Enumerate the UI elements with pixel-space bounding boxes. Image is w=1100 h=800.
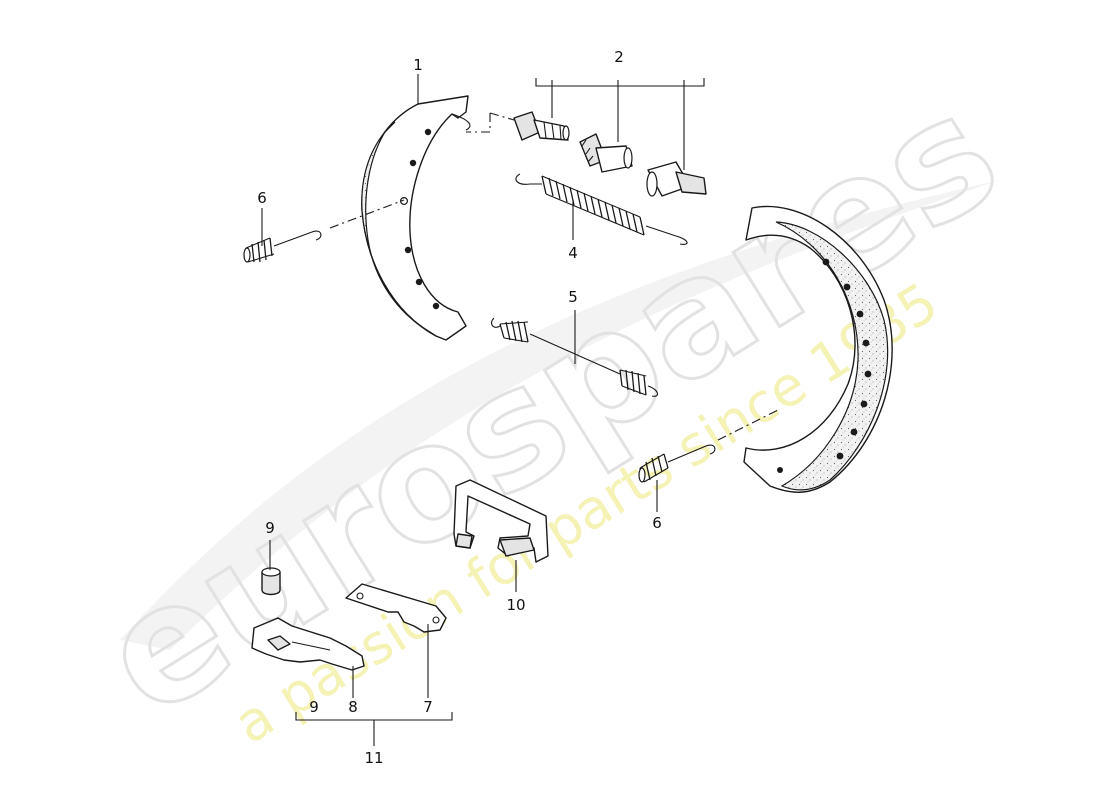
brake-shoe-right bbox=[743, 205, 893, 493]
hold-down-spring-left bbox=[243, 199, 405, 263]
cap-9 bbox=[261, 567, 281, 596]
callout-10: 10 bbox=[506, 596, 525, 614]
callout-9-cap: 9 bbox=[265, 519, 275, 537]
spring-clip bbox=[453, 479, 549, 563]
adjuster-wheel bbox=[579, 133, 633, 173]
lever-8 bbox=[251, 617, 365, 671]
cap-icon bbox=[261, 571, 281, 596]
callout-9-bracket: 9 bbox=[309, 698, 319, 716]
hold-down-spring-right bbox=[638, 409, 779, 483]
callout-labels: 1 2 4 5 6 6 9 10 9 8 7 11 bbox=[257, 48, 662, 767]
brake-shoe-icon bbox=[361, 95, 469, 341]
adjuster-sleeve bbox=[646, 161, 707, 197]
callout-5: 5 bbox=[568, 288, 578, 306]
upper-return-spring bbox=[515, 173, 688, 245]
lever-icon bbox=[251, 617, 365, 671]
callout-7: 7 bbox=[423, 698, 433, 716]
spring-icon bbox=[243, 230, 322, 263]
callout-8: 8 bbox=[348, 698, 358, 716]
callout-2: 2 bbox=[614, 48, 624, 66]
watermark-brand: eurospares bbox=[71, 58, 1028, 753]
adjusting-plate bbox=[345, 583, 447, 633]
brake-lining-right bbox=[775, 221, 889, 491]
watermark: eurospares a passion for parts since 198… bbox=[70, 56, 1030, 756]
spring-icon bbox=[638, 444, 716, 483]
brake-lining-left bbox=[361, 121, 437, 337]
callout-6-left: 6 bbox=[257, 189, 267, 207]
callout-6-right: 6 bbox=[652, 514, 662, 532]
plate-icon bbox=[345, 583, 447, 633]
callout-11: 11 bbox=[364, 749, 383, 767]
brake-shoe-left bbox=[361, 95, 471, 341]
watermark-swoosh bbox=[120, 180, 1000, 650]
callout-4: 4 bbox=[568, 244, 578, 262]
adjuster-assembly bbox=[466, 111, 707, 197]
leader-lines bbox=[261, 74, 705, 746]
callout-1: 1 bbox=[413, 56, 423, 74]
spring-icon bbox=[515, 173, 542, 185]
adjuster-icon bbox=[513, 111, 570, 141]
